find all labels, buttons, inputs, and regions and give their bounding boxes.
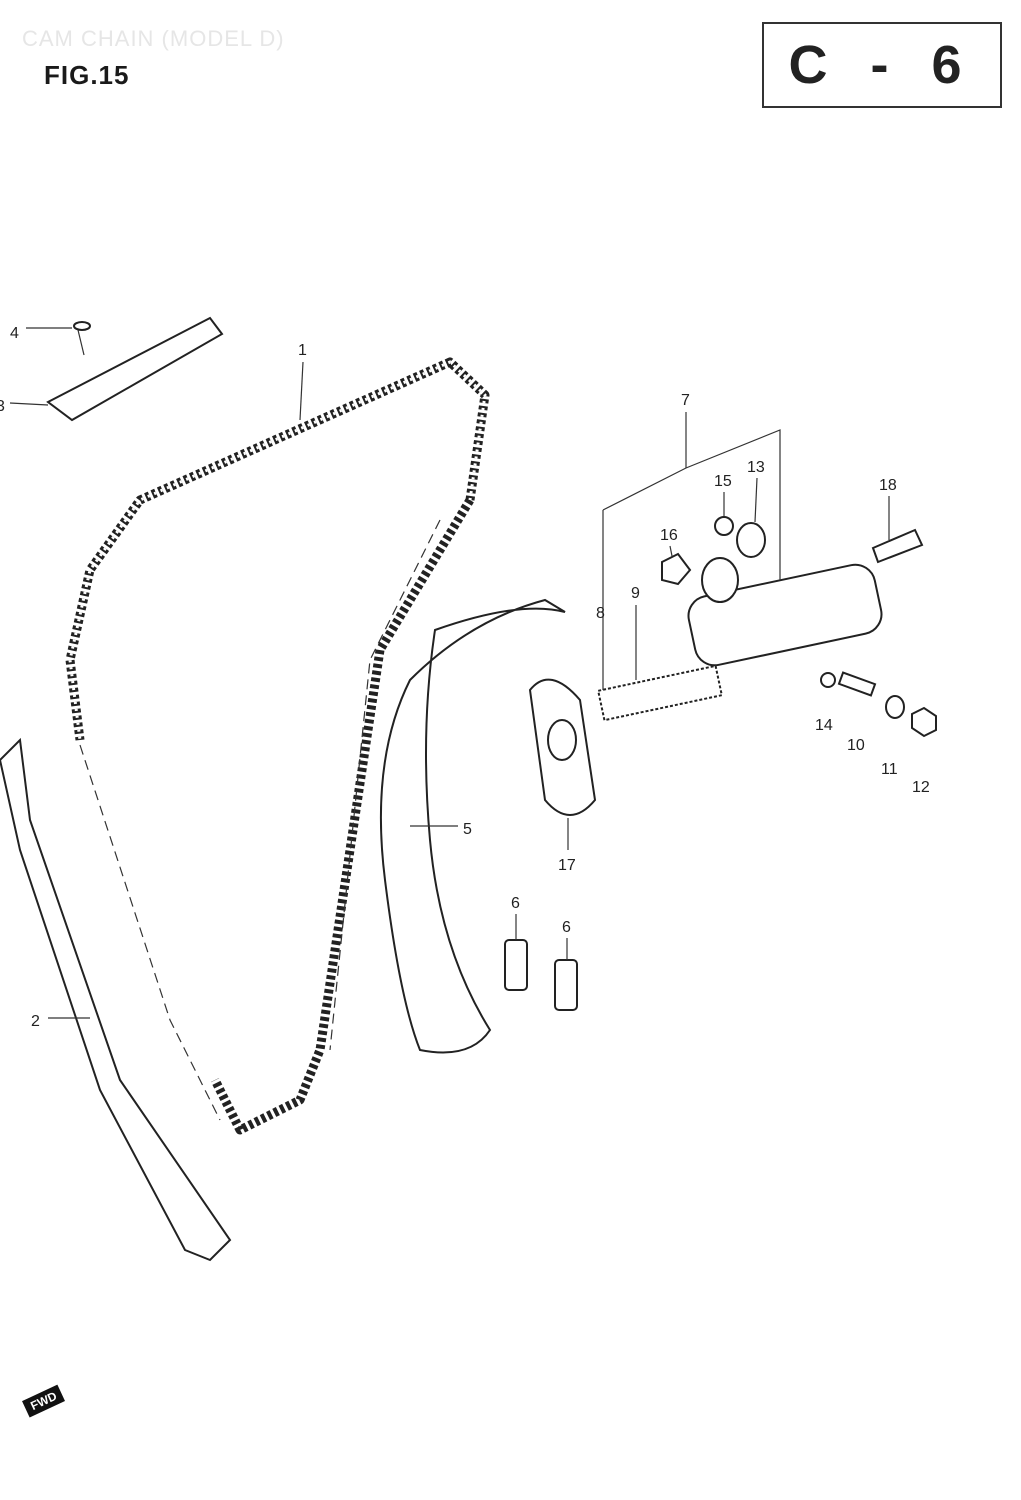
part-label-4: 4: [10, 325, 19, 342]
screw-icon: [73, 321, 91, 331]
section-code-box: C - 6: [762, 22, 1002, 108]
part-label-17: 17: [558, 857, 576, 874]
part-label-15: 15: [714, 473, 732, 490]
part-label-16: 16: [660, 527, 678, 544]
part-label-6a: 6: [511, 895, 520, 912]
part-label-6b: 6: [562, 919, 571, 936]
guide-pin-6a: [504, 939, 528, 991]
part-label-10: 10: [847, 737, 865, 754]
washer-11: [885, 695, 905, 719]
part-label-3: 3: [0, 398, 5, 415]
o-ring-14: [820, 672, 836, 688]
part-label-12: 12: [912, 779, 930, 796]
part-label-2: 2: [31, 1013, 40, 1030]
leader-lines: [9, 327, 890, 1019]
part-label-11: 11: [881, 761, 898, 778]
tensioner-spring-cap: [701, 557, 739, 603]
diagram-subtitle: CAM CHAIN (MODEL D): [22, 26, 285, 51]
nut-15: [714, 516, 734, 536]
part-label-5: 5: [463, 821, 472, 838]
part-label-8: 8: [596, 605, 605, 622]
nut-12: [911, 706, 937, 738]
part-label-9: 9: [631, 585, 640, 602]
nut-16: [661, 552, 692, 586]
chain-tensioner-guide: [379, 598, 566, 1054]
guide-pin-6b: [554, 959, 578, 1011]
part-label-1: 1: [298, 342, 307, 359]
part-label-13: 13: [747, 459, 765, 476]
figure-number: FIG.15: [44, 60, 130, 90]
part-label-7: 7: [681, 392, 690, 409]
part-label-18: 18: [879, 477, 897, 494]
adjuster-bolt-10: [837, 671, 877, 697]
tensioner-spring: [597, 664, 723, 722]
o-ring-13: [736, 522, 766, 558]
upper-chain-guide: [46, 316, 224, 422]
part-label-14: 14: [815, 717, 833, 734]
bolt-18: [871, 528, 924, 564]
front-chain-guide: [0, 737, 232, 1262]
